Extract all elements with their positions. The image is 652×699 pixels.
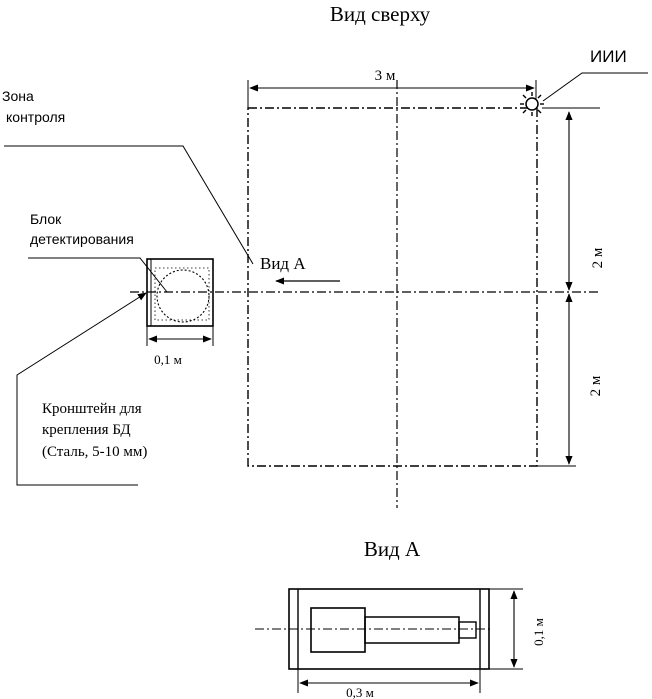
dim-a-03m-label: 0,3 м [346, 685, 374, 699]
bracket-label-line2: крепления БД [42, 422, 131, 438]
view-a-crystal-rect [310, 607, 366, 653]
detector-dotted-frame [154, 267, 210, 321]
control-zone-label-line1: Зона [2, 88, 34, 104]
detector-label-line1: Блок [30, 211, 62, 227]
detector-crystal-circle [156, 269, 210, 323]
dim-a-01m-label: 0,1 м [531, 618, 546, 646]
bracket-label-line1: Кронштейн для [42, 401, 142, 417]
dim-3m-label: 3 м [375, 68, 396, 84]
top-view-title: Вид сверху [330, 2, 431, 26]
dim-2m-upper-label: 2 м [590, 247, 606, 268]
view-a-pmt-rect [364, 616, 460, 644]
control-zone-label-line2: контроля [6, 109, 65, 125]
radiation-source-icon [520, 92, 544, 116]
detector-label-line2: детектирования [30, 231, 134, 247]
bracket-label-line3: (Сталь, 5-10 мм) [42, 444, 147, 460]
control-zone-rect [247, 107, 538, 467]
dim-2m-lower-label: 2 м [588, 375, 604, 396]
view-a-label: Вид А [260, 254, 306, 273]
bracket-leader-line [16, 292, 147, 486]
view-a-title: Вид А [364, 537, 421, 561]
view-a-pmt-base-rect [458, 621, 477, 639]
source-leader-line [542, 72, 648, 102]
detector-block-rect [146, 258, 214, 327]
source-label: ИИИ [590, 47, 627, 66]
detector-leader-line [28, 257, 168, 293]
dim-01m-label: 0,1 м [154, 352, 182, 367]
control-zone-leader-line [4, 145, 254, 265]
